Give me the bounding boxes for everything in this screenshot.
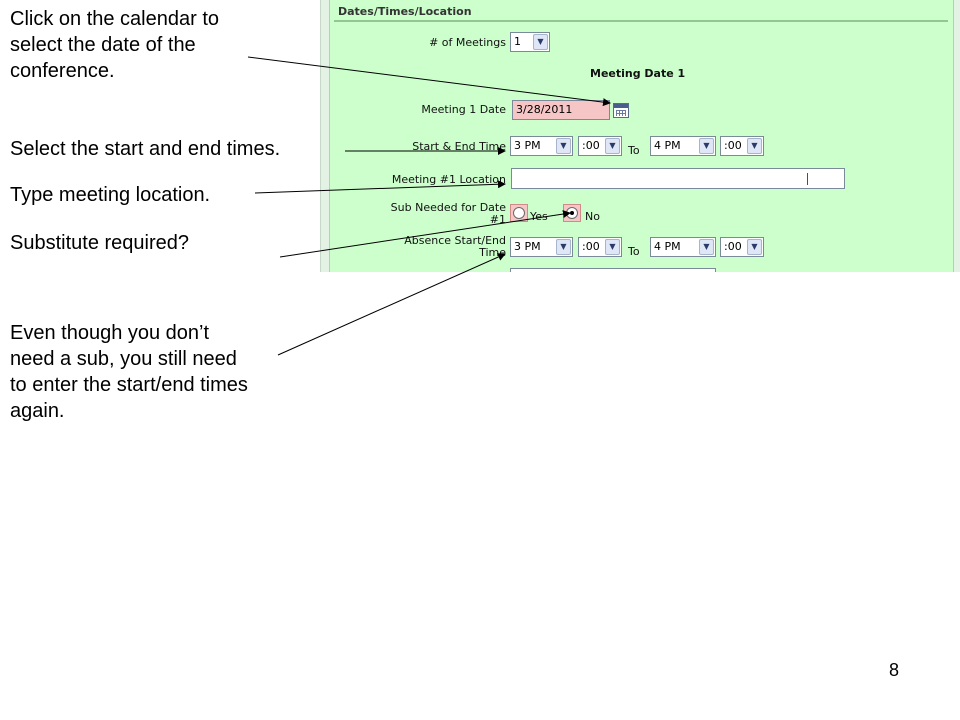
- absence-start-minute-select[interactable]: :00 ▼: [578, 237, 622, 257]
- annotation-times: Select the start and end times.: [10, 138, 281, 160]
- end-hour-select[interactable]: 4 PM ▼: [650, 136, 716, 156]
- annotation-location: Type meeting location.: [10, 184, 211, 206]
- annotation-substitute: Substitute required?: [10, 232, 190, 254]
- chevron-down-icon: ▼: [605, 239, 620, 255]
- meeting-heading: Meeting Date 1: [590, 67, 686, 80]
- chevron-down-icon: ▼: [533, 34, 548, 50]
- sub-no-label: No: [585, 210, 600, 223]
- chevron-down-icon: ▼: [699, 239, 714, 255]
- sub-yes-label: Yes: [530, 210, 548, 223]
- form-panel: Dates/Times/Location # of Meetings 1 ▼ M…: [329, 0, 954, 272]
- chevron-down-icon: ▼: [747, 138, 762, 154]
- end-hour-value: 4 PM: [654, 139, 681, 152]
- absence-end-hour-value: 4 PM: [654, 240, 681, 253]
- meetings-select[interactable]: 1 ▼: [510, 32, 550, 52]
- chevron-down-icon: ▼: [556, 138, 571, 154]
- absence-start-minute-value: :00: [582, 240, 600, 253]
- absence-end-minute-select[interactable]: :00 ▼: [720, 237, 764, 257]
- absence-end-hour-select[interactable]: 4 PM ▼: [650, 237, 716, 257]
- end-minute-value: :00: [724, 139, 742, 152]
- meeting-date-input[interactable]: 3/28/2011: [512, 100, 610, 120]
- end-minute-select[interactable]: :00 ▼: [720, 136, 764, 156]
- absence-to-label: To: [628, 245, 640, 258]
- sub-no-radio[interactable]: [563, 204, 581, 222]
- time-label: Start & End Time: [412, 140, 506, 153]
- sub-needed-label: Sub Needed for Date #1: [340, 202, 506, 226]
- location-input[interactable]: [511, 168, 845, 189]
- start-minute-value: :00: [582, 139, 600, 152]
- date-label: Meeting 1 Date: [421, 103, 506, 116]
- chevron-down-icon: ▼: [699, 138, 714, 154]
- start-hour-value: 3 PM: [514, 139, 541, 152]
- next-field-select[interactable]: [510, 268, 716, 272]
- absence-start-hour-select[interactable]: 3 PM ▼: [510, 237, 573, 257]
- page-number: 8: [889, 660, 900, 680]
- form-screenshot: Dates/Times/Location # of Meetings 1 ▼ M…: [320, 0, 960, 272]
- sub-needed-label-line1: Sub Needed for Date: [390, 201, 506, 214]
- meetings-value: 1: [514, 35, 521, 48]
- start-minute-select[interactable]: :00 ▼: [578, 136, 622, 156]
- location-label: Meeting #1 Location: [391, 173, 506, 186]
- absence-start-hour-value: 3 PM: [514, 240, 541, 253]
- annotation-calendar: Click on the calendar to select the date…: [10, 8, 220, 82]
- calendar-icon[interactable]: [613, 103, 629, 118]
- text-caret: [807, 173, 808, 185]
- radio-unchecked-icon: [513, 207, 525, 219]
- chevron-down-icon: ▼: [747, 239, 762, 255]
- chevron-down-icon: ▼: [556, 239, 571, 255]
- annotation-times-again: Even though you don’t need a sub, you st…: [10, 322, 248, 422]
- sub-needed-label-line2: #1: [489, 213, 506, 226]
- chevron-down-icon: ▼: [605, 138, 620, 154]
- absence-end-minute-value: :00: [724, 240, 742, 253]
- absence-label: Absence Start/End Time: [340, 235, 506, 259]
- absence-label-line2: Time: [479, 246, 506, 259]
- meetings-label: # of Meetings: [429, 36, 506, 49]
- to-label: To: [628, 144, 640, 157]
- sub-yes-radio[interactable]: [510, 204, 528, 222]
- section-header: Dates/Times/Location: [334, 2, 948, 22]
- radio-checked-icon: [566, 207, 578, 219]
- start-hour-select[interactable]: 3 PM ▼: [510, 136, 573, 156]
